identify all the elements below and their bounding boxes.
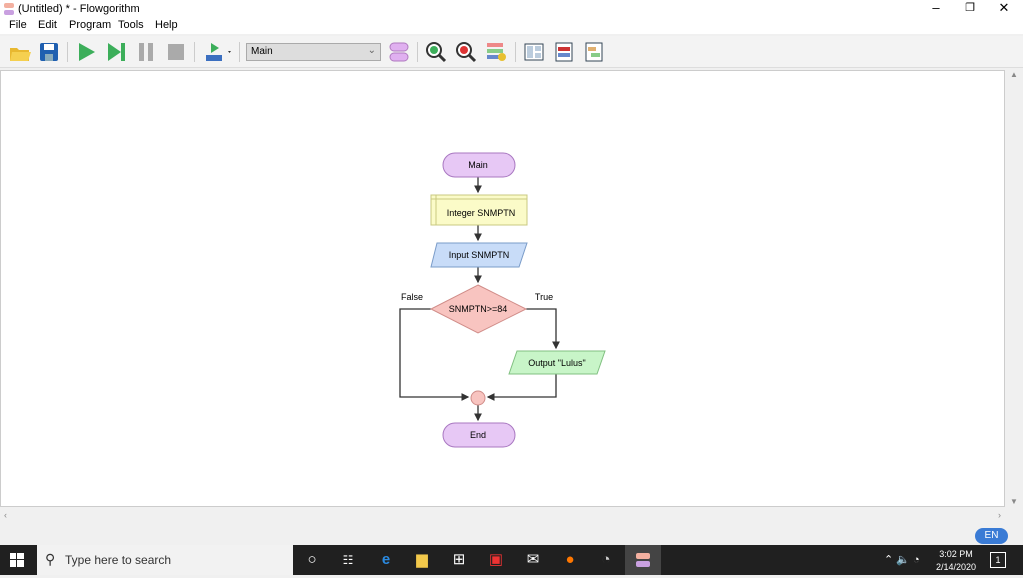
toolbar-separator	[239, 42, 240, 62]
store-icon[interactable]: ⊞	[452, 551, 466, 568]
task-view-icon[interactable]: ☷	[342, 553, 354, 567]
close-button[interactable]: ✕	[998, 0, 1010, 15]
paint-icon[interactable]: ◔	[601, 551, 611, 568]
menu-help[interactable]: Help	[155, 19, 178, 31]
start-terminal[interactable]	[442, 152, 516, 178]
edge-icon[interactable]: e	[381, 551, 391, 568]
layout-settings-icon[interactable]	[484, 40, 508, 64]
zoom-out-icon[interactable]	[454, 40, 478, 64]
false-branch-line	[399, 308, 470, 401]
declare-label: Integer SNMPTN	[447, 208, 516, 218]
windows-start-icon[interactable]	[10, 553, 24, 567]
true-branch-arrow	[526, 308, 560, 350]
menu-bar	[0, 18, 1023, 34]
date: 2/14/2020	[936, 562, 977, 572]
horizontal-scrollbar[interactable]: ‹›	[0, 508, 1005, 524]
variable-watch-icon[interactable]	[582, 40, 606, 64]
file-explorer-icon[interactable]: ▆	[416, 551, 428, 568]
cortana-icon[interactable]: ○	[307, 551, 317, 568]
firefox-icon[interactable]: ●	[565, 551, 575, 568]
output-block[interactable]	[508, 350, 606, 375]
declare-block-marker	[431, 195, 527, 225]
clock[interactable]: 3:02 PM 2/14/2020	[936, 548, 976, 574]
status-bar	[0, 524, 1023, 545]
taskbar-search-input[interactable]: ⚲ Type here to search	[37, 545, 293, 575]
menu-program[interactable]: Program	[69, 19, 112, 31]
input-block[interactable]	[430, 242, 528, 268]
notification-count: 1	[995, 555, 1001, 565]
decision-label: SNMPTN>=84	[449, 304, 508, 314]
step-icon[interactable]	[104, 40, 128, 64]
flowchart-canvas[interactable]: Main Integer SNMPTN Input SNMPTN SNMPTN>…	[0, 70, 1005, 507]
mail-icon[interactable]: ✉	[526, 551, 540, 568]
flowchart-layout-icon[interactable]	[522, 40, 546, 64]
run-icon[interactable]	[74, 40, 98, 64]
language-badge[interactable]: EN	[975, 528, 1008, 544]
true-branch-line	[486, 374, 557, 401]
menu-file[interactable]: File	[9, 19, 27, 31]
merge-connector	[470, 390, 486, 406]
flowgorithm-taskbar-button[interactable]	[625, 545, 661, 575]
menu-edit[interactable]: Edit	[38, 19, 57, 31]
toolbar-separator	[194, 42, 195, 62]
restore-button[interactable]: ❐	[965, 2, 975, 14]
flowgorithm-logo-icon	[4, 3, 14, 15]
end-label: End	[470, 430, 486, 440]
time: 3:02 PM	[939, 549, 973, 559]
manage-functions-icon[interactable]	[387, 40, 411, 64]
start-label: Main	[468, 160, 488, 170]
gift-app-icon[interactable]: ▣	[488, 551, 504, 568]
toolbar-separator	[417, 42, 418, 62]
zoom-in-icon[interactable]	[424, 40, 448, 64]
input-label: Input SNMPTN	[449, 250, 510, 260]
window-title: (Untitled) * - Flowgorithm	[18, 3, 140, 15]
stop-icon[interactable]	[164, 40, 188, 64]
output-label: Output "Lulus"	[528, 358, 585, 368]
pause-icon[interactable]	[134, 40, 158, 64]
true-label: True	[535, 292, 553, 302]
declare-block[interactable]	[430, 194, 528, 226]
search-placeholder: Type here to search	[65, 553, 172, 567]
run-speed-icon[interactable]	[203, 40, 233, 64]
vertical-scrollbar[interactable]: ▲▼	[1005, 70, 1023, 508]
search-icon: ⚲	[45, 551, 56, 567]
code-view-icon[interactable]	[552, 40, 576, 64]
decision-block[interactable]	[429, 284, 528, 334]
function-select-value: Main	[251, 46, 273, 57]
save-icon[interactable]	[37, 40, 61, 64]
open-folder-icon[interactable]	[8, 40, 32, 64]
chevron-down-icon: ⌄	[367, 45, 376, 56]
function-select[interactable]: Main ⌄	[246, 43, 381, 61]
toolbar-separator	[67, 42, 68, 62]
minimize-button[interactable]: –	[932, 0, 940, 15]
false-label: False	[401, 292, 423, 302]
title-bar	[0, 0, 1023, 18]
end-terminal[interactable]	[442, 422, 516, 448]
menu-tools[interactable]: Tools	[118, 19, 144, 31]
notification-center-icon[interactable]: 1	[990, 552, 1006, 568]
tray-icons[interactable]: ⌃ 🔈 ◔	[884, 554, 920, 566]
toolbar-separator	[515, 42, 516, 62]
flowgorithm-app-icon	[636, 553, 650, 567]
